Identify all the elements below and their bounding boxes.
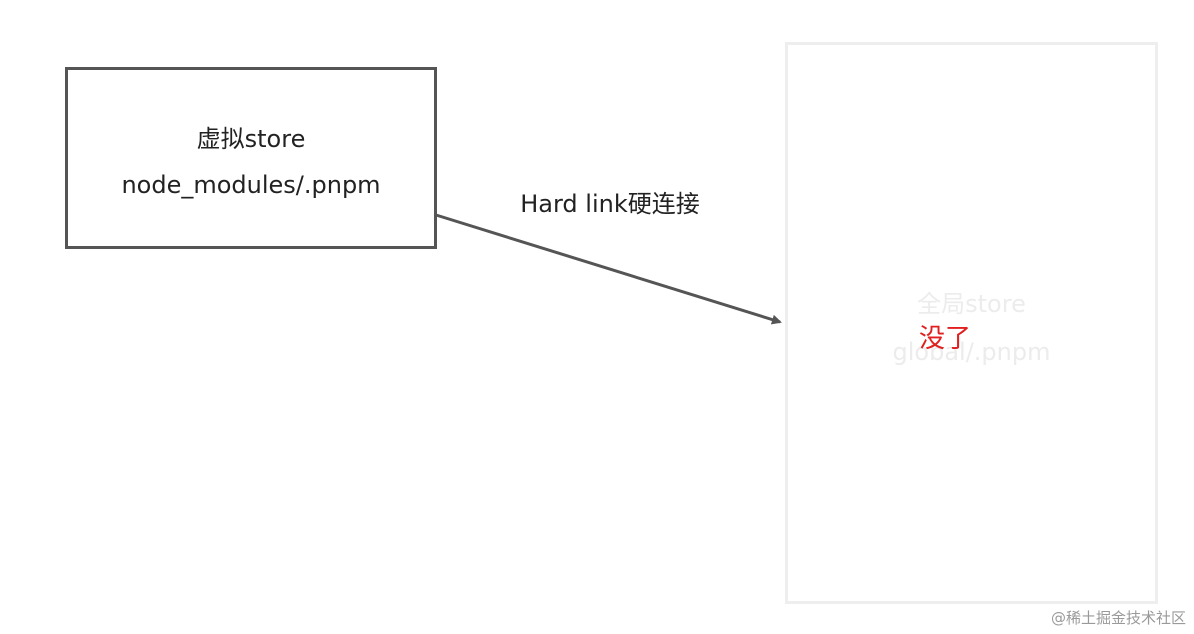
hard-link-arrow xyxy=(435,213,782,325)
global-store-path: global/.pnpm xyxy=(892,338,1051,366)
global-store-status: 没了 xyxy=(918,324,971,354)
virtual-store-path: node_modules/.pnpm xyxy=(121,171,381,199)
virtual-store-node: 虚拟store node_modules/.pnpm xyxy=(65,67,437,249)
global-store-title: 全局store xyxy=(917,290,1026,318)
hard-link-label: Hard link硬连接 xyxy=(520,190,700,218)
watermark: @稀土掘金技术社区 xyxy=(1050,609,1186,627)
virtual-store-title: 虚拟store xyxy=(196,125,306,153)
global-store-node: 全局store global/.pnpm xyxy=(785,42,1158,604)
